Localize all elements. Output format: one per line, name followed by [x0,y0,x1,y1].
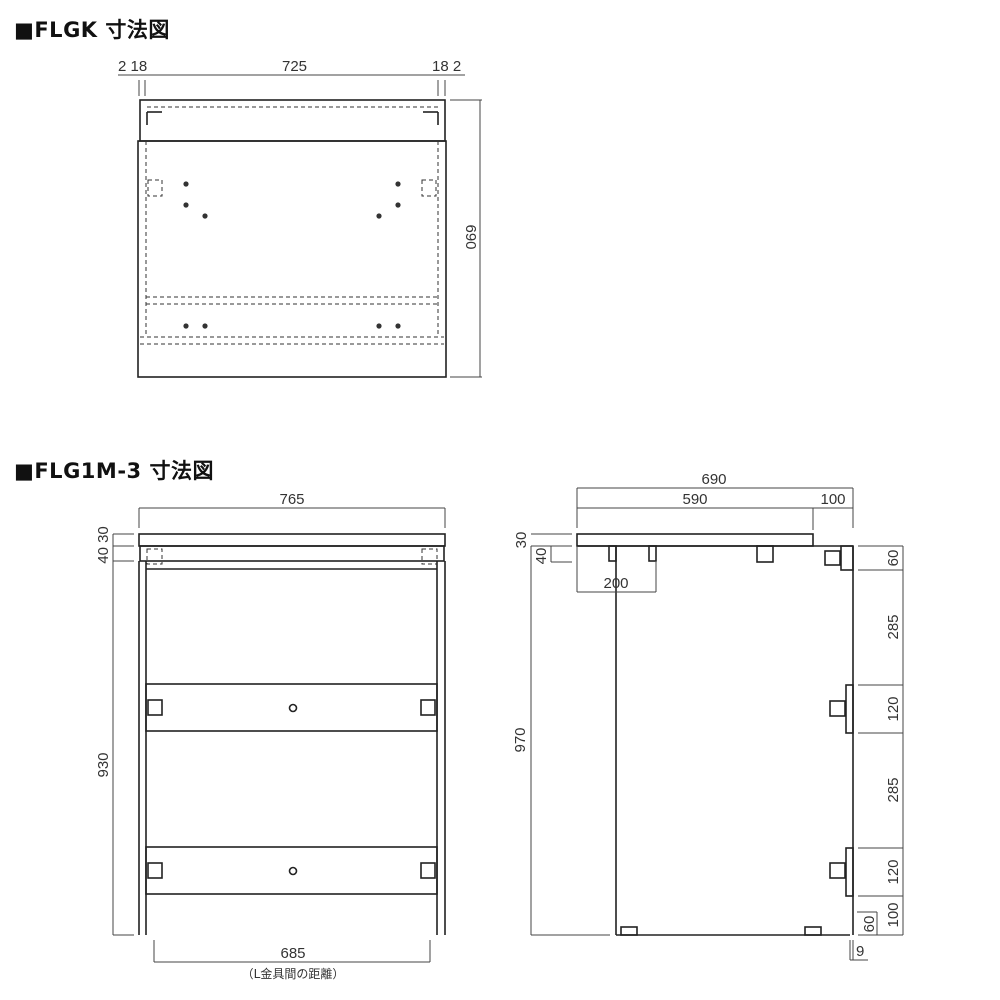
flgk-screw-holes [183,181,401,329]
side-right-dims: 60 285 120 285 120 100 60 9 [849,545,904,961]
flgk-title: ■FLGK 寸法図 [14,18,170,42]
dim-right-120-lower: 120 [885,859,902,884]
knob-hole-icon [288,866,298,876]
dim-right-285-lower: 285 [885,777,902,802]
dim-flgk-depth: 690 [462,224,479,249]
dim-small-60: 60 [861,916,878,933]
dim-front-top: 40 30 [95,526,112,564]
dim-gap-9: 9 [856,943,864,960]
dim-right-60: 60 [885,550,902,567]
dim-side-top: 30 [513,532,530,549]
dim-side-apron: 40 [533,548,550,565]
dim-right-120-upper: 120 [885,696,902,721]
dim-side-overhang: 100 [820,491,845,508]
flg1m3-front-drawing: 765 40 30 930 685 （L金具間の距離） [95,491,446,981]
dim-flgk-width: 725 [282,58,307,75]
dim-side-depth: 690 [701,471,726,488]
dim-leg-offset: 200 [603,575,628,592]
dim-right-100: 100 [885,902,902,927]
dim-side-main: 590 [682,491,707,508]
dim-flgk-left: 2 18 [118,58,147,75]
dim-front-width: 765 [279,491,304,508]
flg1m3-title: ■FLG1M-3 寸法図 [14,459,214,483]
knob-hole-icon [288,703,298,713]
dim-side-height: 970 [512,727,529,752]
dim-front-height: 930 [95,752,112,777]
dim-bracket-span: 685 [280,945,305,962]
dim-right-285-upper: 285 [885,614,902,639]
bracket-note: （L金具間の距離） [242,966,345,981]
flg1m3-side-drawing: 690 590 100 30 40 970 200 60 [512,471,904,961]
flgk-drawing: 2 18 725 18 2 690 [118,58,482,378]
dim-flgk-right: 18 2 [432,58,461,75]
